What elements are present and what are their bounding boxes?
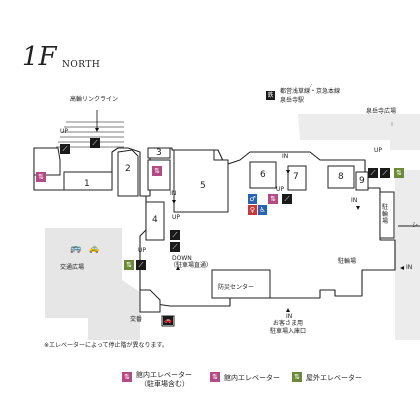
legend-elevator-parking-icon: ⇅ bbox=[122, 372, 132, 382]
flow-arrows bbox=[95, 128, 404, 312]
up-marker-transit: UP bbox=[138, 247, 147, 254]
in-marker-bottom: IN bbox=[286, 313, 293, 320]
station-name-label: 泉岳寺駅 bbox=[280, 97, 305, 104]
escalator-icon: ⟋ bbox=[368, 168, 378, 178]
stairs-icon: ⟋ bbox=[90, 138, 100, 148]
overpass-label: 高輪リンクライン bbox=[70, 96, 119, 103]
parking-passage-label: （駐車場直通） bbox=[170, 262, 213, 269]
escalator-icon: ⟋ bbox=[136, 260, 146, 270]
female-restroom-icon: ♀ bbox=[248, 205, 257, 215]
train-station-icon: 鉄 bbox=[266, 91, 275, 100]
floor-direction: NORTH bbox=[62, 60, 101, 70]
accessible-restroom-icon: ♿ bbox=[258, 205, 267, 215]
area-6-label: 6 bbox=[260, 170, 266, 180]
up-marker-far-right: UP bbox=[374, 147, 383, 154]
escalator-icon: ⟋ bbox=[170, 230, 180, 240]
in-marker-far-right: IN bbox=[406, 264, 413, 271]
parking-side-label: 駐輪場 bbox=[382, 204, 389, 225]
area-5-shape bbox=[173, 149, 229, 213]
area-9-label: 9 bbox=[359, 176, 365, 186]
transit-plaza-label: 交通広場 bbox=[60, 264, 85, 271]
up-marker-right: UP bbox=[276, 186, 285, 193]
legend-elevator-parking-sub: （駐車場含む） bbox=[140, 380, 189, 388]
up-marker-center: UP bbox=[172, 214, 181, 221]
area-1-label: 1 bbox=[84, 179, 90, 189]
elevator-inside-icon: ⇅ bbox=[36, 172, 46, 182]
floor-title: 1F bbox=[22, 42, 57, 72]
area-2-shape bbox=[117, 149, 139, 197]
guest-entrance-label-1: お客さま用 bbox=[273, 320, 304, 327]
escalator-icon: ⟋ bbox=[282, 194, 292, 204]
car-icon: 🚗 bbox=[163, 316, 173, 325]
gray-zone-transit bbox=[45, 228, 140, 340]
male-restroom-icon: ♂ bbox=[248, 194, 257, 204]
legend-elevator-parking-label: 館内エレベーター bbox=[136, 371, 192, 379]
guest-entrance-label-2: 駐車場入庫口 bbox=[270, 328, 307, 335]
area-4-label: 4 bbox=[152, 215, 158, 225]
area-9-shape bbox=[355, 171, 369, 191]
bus-icon: 🚌 bbox=[70, 244, 82, 254]
area-4-shape bbox=[145, 201, 165, 241]
escalator-icon: ⟋ bbox=[60, 144, 70, 154]
escalator-icon: ⟋ bbox=[170, 242, 180, 252]
elevator-parking-icon: ⇅ bbox=[152, 166, 162, 176]
legend-elevator-inside-label: 館内エレベーター bbox=[224, 374, 280, 382]
taxi-icon: 🚕 bbox=[88, 244, 100, 254]
legend-elevator-outside-icon: ⇅ bbox=[292, 372, 302, 382]
area-8-shape bbox=[327, 165, 355, 189]
area-7-label: 7 bbox=[293, 172, 299, 182]
elevator-outside-icon: ⇅ bbox=[394, 168, 404, 178]
area-7-shape bbox=[287, 165, 307, 191]
in-marker-right: IN bbox=[351, 197, 358, 204]
up-marker-left: UP bbox=[60, 128, 69, 135]
area-1-shape bbox=[63, 171, 113, 191]
legend-elevator-outside-label: 屋外エレベーター bbox=[306, 374, 362, 382]
elevator-note: ※エレベーターによって停止階が異なります。 bbox=[44, 342, 168, 349]
side-edge-label: シ bbox=[412, 222, 419, 229]
area-3-label: 3 bbox=[156, 148, 162, 158]
elevator-outside-icon: ⇅ bbox=[124, 260, 134, 270]
gray-zone-temple bbox=[298, 114, 420, 150]
station-line-label: 都営浅草線・京急本線 bbox=[280, 88, 341, 95]
koban-label: 交番 bbox=[130, 316, 143, 323]
area-8-label: 8 bbox=[338, 172, 344, 182]
disaster-center-shape bbox=[211, 269, 271, 299]
disaster-center-label: 防災センター bbox=[218, 284, 255, 291]
area-2-label: 2 bbox=[125, 164, 131, 174]
left-block bbox=[33, 147, 61, 176]
escalator-icon: ⟋ bbox=[380, 168, 390, 178]
koban-shape bbox=[139, 289, 161, 313]
elevator-inside-icon: ⇅ bbox=[268, 194, 278, 204]
area-5-label: 5 bbox=[200, 181, 206, 191]
gray-zone-right bbox=[395, 170, 420, 340]
in-marker-top: IN bbox=[282, 153, 289, 160]
in-marker-center: IN bbox=[170, 190, 177, 197]
area-3-shape bbox=[147, 147, 171, 159]
parking-right-shape bbox=[379, 191, 395, 239]
area-6-shape bbox=[249, 161, 277, 189]
legend-elevator-inside-icon: ⇅ bbox=[210, 372, 220, 382]
down-marker: DOWN bbox=[172, 255, 192, 262]
parking-label: 駐輪場 bbox=[338, 258, 357, 265]
temple-plaza-label: 泉岳寺広場 bbox=[366, 108, 397, 115]
